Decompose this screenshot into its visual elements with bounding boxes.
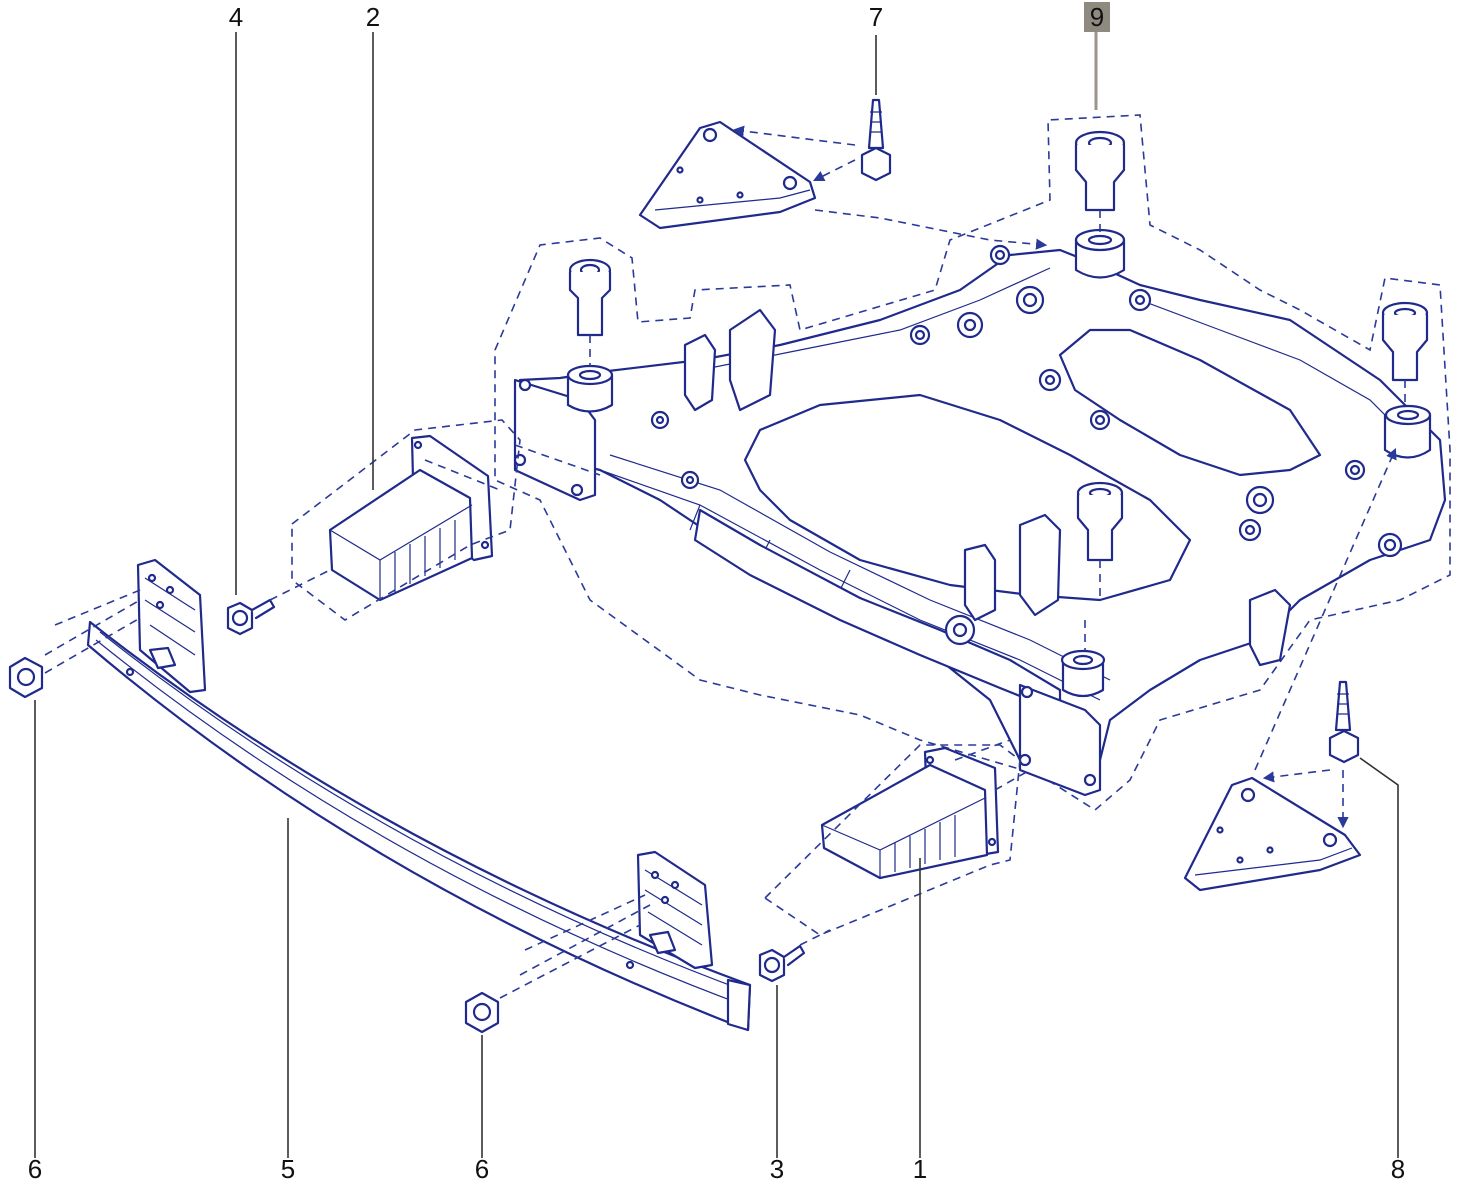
bushing-left-front <box>1060 481 1124 698</box>
assembly-guides <box>44 125 1397 999</box>
nut-item-6-center <box>464 991 500 1034</box>
crash-box-left <box>328 434 494 602</box>
bolt-item-4 <box>226 598 276 636</box>
callout-label-9: 9 <box>1090 2 1104 32</box>
nut-item-6-left <box>8 656 44 699</box>
bushing-set <box>566 130 1432 698</box>
callout-label-6-center: 6 <box>475 1154 489 1184</box>
callout-label-3: 3 <box>770 1154 784 1184</box>
bushing-right-rear <box>1074 130 1126 279</box>
bolt-item-3 <box>758 944 806 983</box>
callout-label-1: 1 <box>913 1154 927 1184</box>
bolt-item-8 <box>1328 680 1360 764</box>
bushing-left-rear <box>566 258 614 413</box>
callout-label-7: 7 <box>869 2 883 32</box>
callout-label-6-left: 6 <box>28 1154 42 1184</box>
subframe-main <box>513 244 1447 797</box>
crash-box-right <box>820 746 1000 880</box>
callout-leaders <box>34 32 1399 1158</box>
callout-label-8: 8 <box>1391 1154 1405 1184</box>
callout-label-2: 2 <box>366 2 380 32</box>
triangle-plate-rear <box>638 120 817 230</box>
subframe-bolt-holes <box>650 244 1403 646</box>
callout-highlight-box <box>1084 2 1110 32</box>
callout-label-5: 5 <box>281 1154 295 1184</box>
callout-labels: 4 2 7 9 6 5 6 3 1 8 <box>28 2 1405 1184</box>
bumper-beam <box>86 558 752 1032</box>
bushing-right-front <box>1381 301 1432 459</box>
assembly-dashed-outline <box>494 114 1451 811</box>
callout-label-4: 4 <box>229 2 243 32</box>
triangle-plate-front <box>1183 776 1362 892</box>
bolt-item-7 <box>860 98 892 182</box>
